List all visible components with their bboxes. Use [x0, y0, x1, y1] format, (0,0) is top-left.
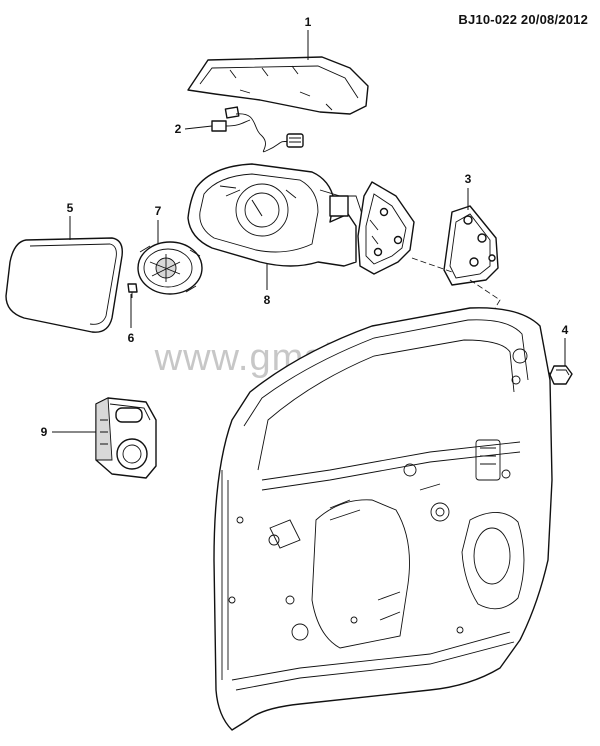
part-5-mirror-glass: [5, 237, 123, 333]
part-7-mirror-actuator: [137, 241, 203, 295]
front-door-inner-panel: [213, 307, 553, 731]
part-1-mirror-cover: [187, 56, 369, 115]
callout-4: 4: [562, 323, 569, 337]
callout-1: 1: [305, 15, 312, 29]
mirror-base-bracket: [357, 181, 415, 275]
part-6-screw: [127, 283, 138, 298]
callout-7: 7: [155, 204, 162, 218]
callout-5: 5: [67, 201, 74, 215]
part-2-wiring-harness: [211, 106, 304, 153]
callout-6: 6: [128, 331, 135, 345]
alignment-line-mirror: [411, 257, 453, 273]
callout-3: 3: [465, 172, 472, 186]
alignment-line-door: [469, 279, 501, 321]
leader-2: [184, 125, 213, 130]
part-9-mirror-switch: [95, 397, 157, 479]
part-8-mirror-housing: [187, 163, 363, 267]
callout-2: 2: [175, 122, 182, 136]
callout-9: 9: [41, 425, 48, 439]
diagram-code-date: BJ10-022 20/08/2012: [458, 12, 588, 27]
part-3-base-gasket: [443, 205, 499, 286]
callout-8: 8: [264, 293, 271, 307]
